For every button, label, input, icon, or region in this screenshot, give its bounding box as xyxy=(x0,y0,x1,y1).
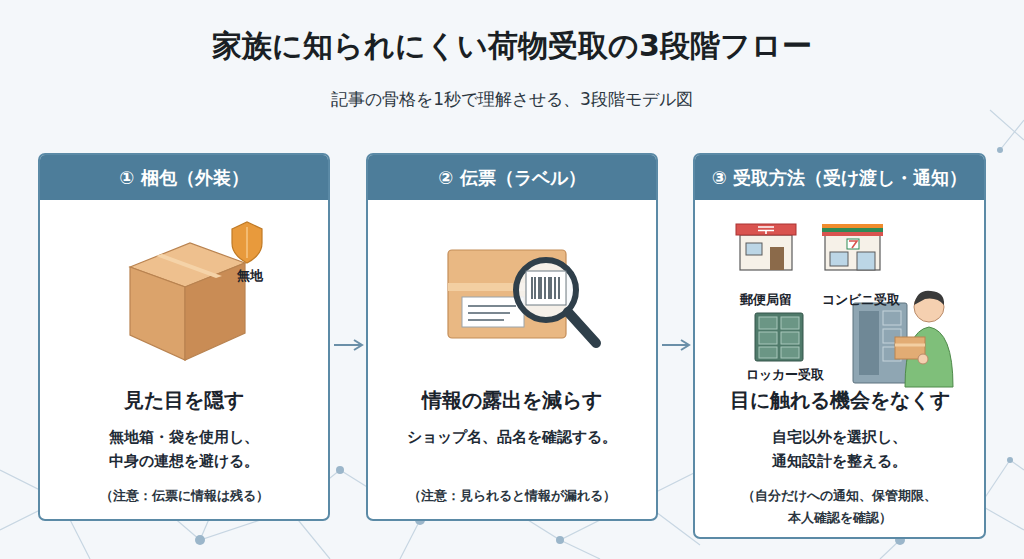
step-panel: ① 梱包（外装） 見た目を隠す無地箱・袋を使用し、 中身の連想を避ける。 （注意：伝… xyxy=(38,153,330,521)
header-band: ③ 受取方法（受け渡し・通知） xyxy=(695,155,984,200)
step-description: ショップ名、品名を確認する。 xyxy=(376,425,648,449)
step-header: ① 梱包（外装） xyxy=(119,166,249,190)
header-band: ② 伝票（ラベル） xyxy=(368,155,656,200)
step-heading: 情報の露出を減らす xyxy=(376,387,648,414)
step-heading: 見た目を隠す xyxy=(48,387,320,414)
step-note: （注意：見られると情報が漏れる） xyxy=(376,485,648,507)
header-band: ① 梱包（外装） xyxy=(40,155,328,200)
step-header: ② 伝票（ラベル） xyxy=(438,166,586,190)
step-note: （注意：伝票に情報は残る） xyxy=(48,485,320,507)
icon-label: 無地 xyxy=(237,267,263,285)
caption: 記事の骨格を1秒で理解させる、3段階モデル図 xyxy=(0,88,1024,111)
icon-label: コンビニ受取 xyxy=(822,291,900,309)
step-panel: ③ 受取方法（受け渡し・通知） 目に触れる機会をなくす自宅以外を選択し、 通知設計… xyxy=(693,153,986,539)
flow-arrow xyxy=(334,344,362,346)
step-note: （自分だけへの通知、保管期限、 本人確認を確認） xyxy=(703,485,976,529)
icon-label: ロッカー受取 xyxy=(746,366,824,384)
step-header: ③ 受取方法（受け渡し・通知） xyxy=(712,166,968,190)
step-panel: ② 伝票（ラベル） 情報の露出を減らすショップ名、品名を確認する。 （注意：見られる… xyxy=(366,153,658,521)
title: 家族に知られにくい荷物受取の3段階フロー xyxy=(0,26,1024,67)
flow-arrow xyxy=(662,344,689,346)
icon-label: 郵便局留 xyxy=(740,291,792,309)
step-heading: 目に触れる機会をなくす xyxy=(703,387,976,414)
step-description: 自宅以外を選択し、 通知設計を整える。 xyxy=(703,425,976,473)
step-description: 無地箱・袋を使用し、 中身の連想を避ける。 xyxy=(48,425,320,473)
